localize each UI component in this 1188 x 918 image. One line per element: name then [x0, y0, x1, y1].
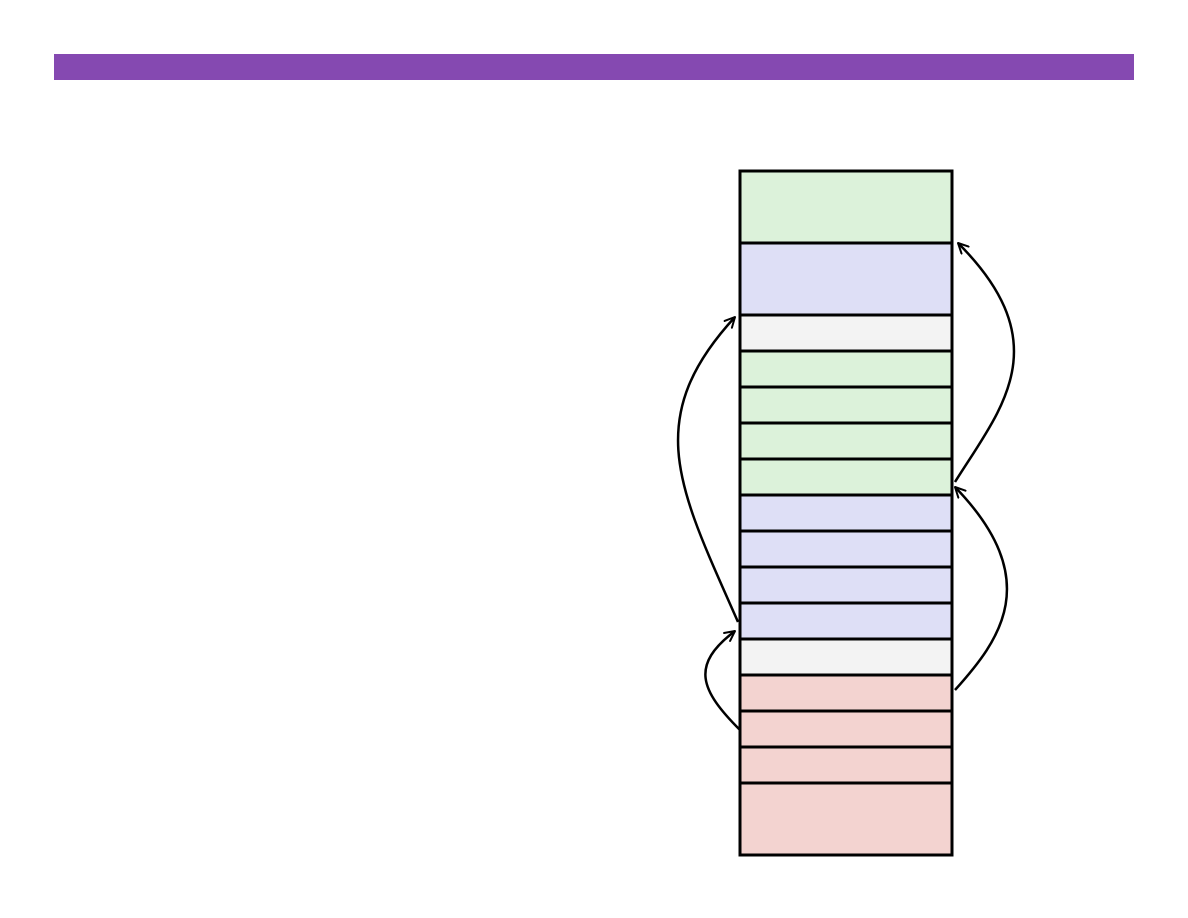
- stack-cell-12: [738, 637, 954, 677]
- stack-cell-4: [738, 349, 954, 389]
- stack-cell-13: [738, 673, 954, 713]
- stack-cell-16: [738, 781, 954, 857]
- arrow-cell-7-to-cell-1: [953, 242, 1016, 483]
- stack-cell-10: [738, 565, 954, 605]
- arrow-cell-11-to-cell-3: [676, 316, 740, 623]
- title-bar: [54, 54, 1134, 80]
- stack-cell-7: [738, 457, 954, 497]
- stack-cell-14: [738, 709, 954, 749]
- stack-cell-9: [738, 529, 954, 569]
- stack-cell-15: [738, 745, 954, 785]
- arrow-cell-13-to-cell-7: [954, 486, 1009, 691]
- stack-cell-8: [738, 493, 954, 533]
- stack-cell-11: [738, 601, 954, 641]
- stack-arrows: [676, 242, 1016, 731]
- stack-cell-1: [738, 169, 954, 245]
- stack-cells: [738, 169, 954, 857]
- stack-cell-5: [738, 385, 954, 425]
- stack-cell-6: [738, 421, 954, 461]
- stack-cell-3: [738, 313, 954, 353]
- stack-cell-2: [738, 241, 954, 317]
- arrow-cell-14-to-cell-11: [704, 630, 741, 731]
